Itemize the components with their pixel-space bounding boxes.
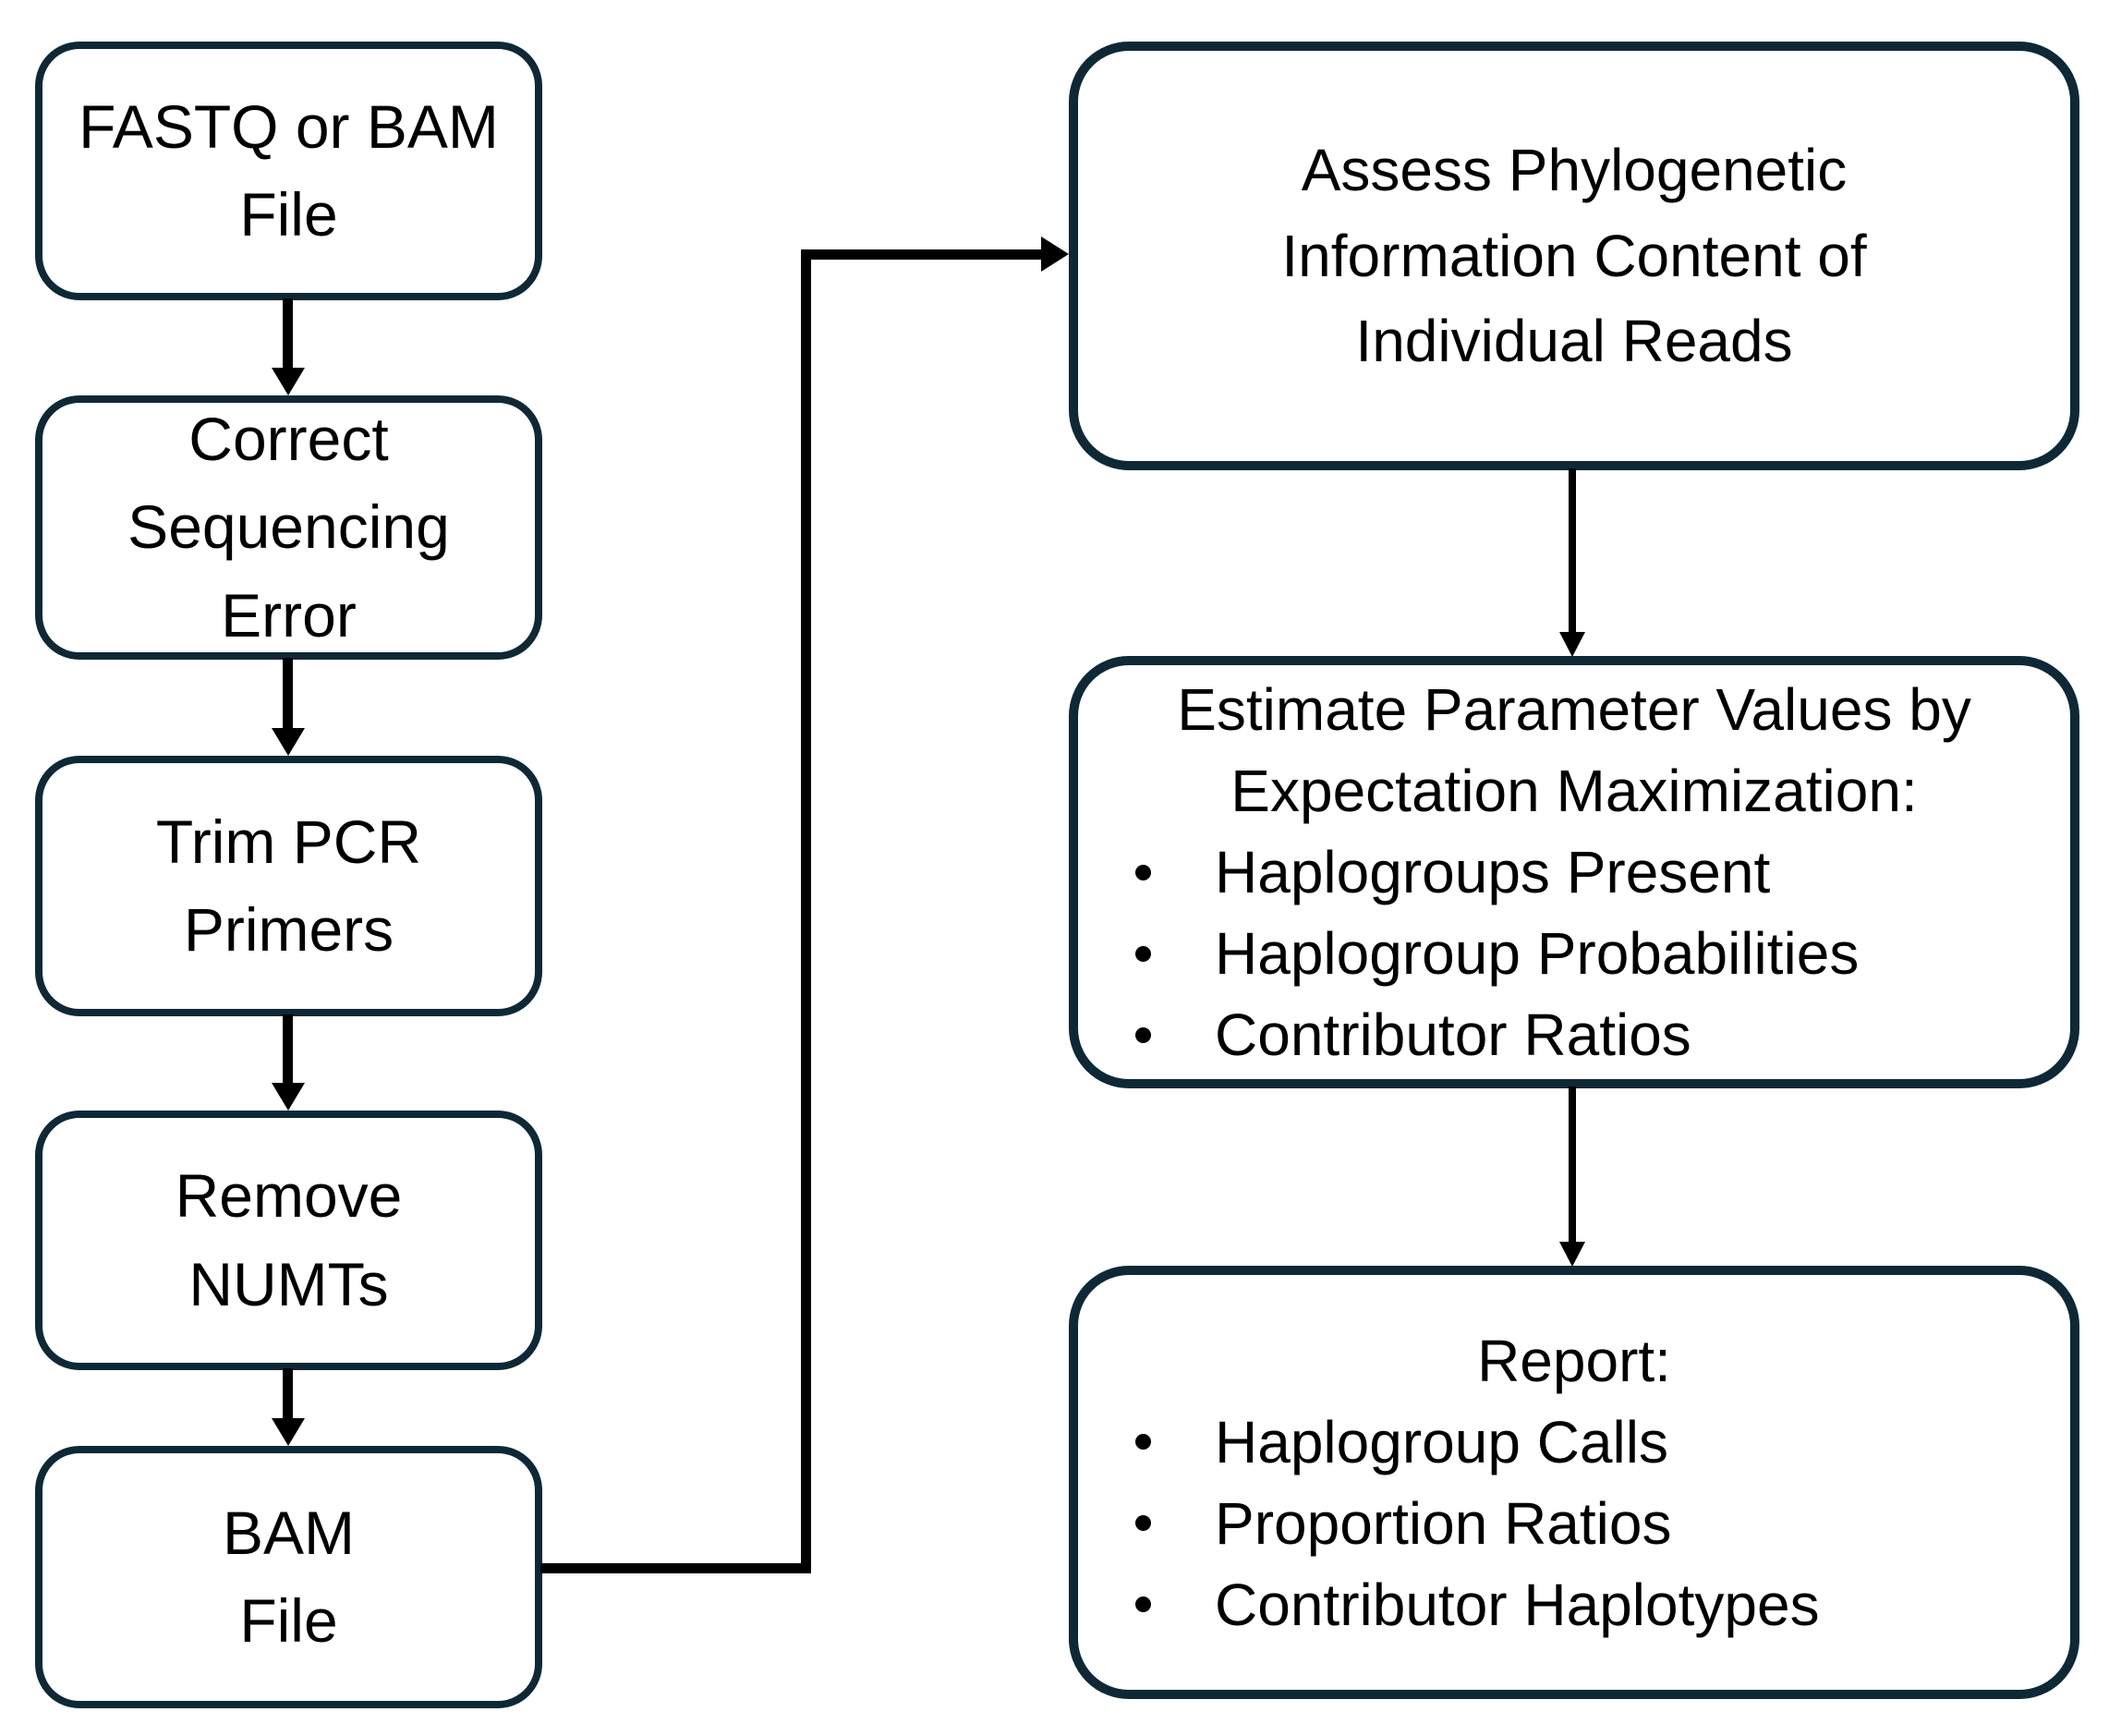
- bullet-item-label: Haplogroup Probabilities: [1215, 920, 1860, 987]
- flow-box-trim-pcr-primers-label: Trim PCR Primers: [155, 807, 422, 964]
- flow-box-estimate-parameters: Estimate Parameter Values by Expectation…: [1069, 656, 2079, 1088]
- arrow-correct-to-trim-head: [272, 728, 305, 756]
- connector-bam-to-assess-bottom-segment: [540, 1563, 811, 1573]
- bullet-item-label: Proportion Ratios: [1215, 1489, 1672, 1557]
- flow-box-report-title: Report:: [1477, 1327, 1671, 1394]
- connector-bam-to-assess-vertical-segment: [801, 249, 811, 1573]
- flow-box-fastq-or-bam-file: FASTQ or BAM File: [35, 42, 542, 300]
- arrow-remove-to-bam-shaft: [283, 1368, 293, 1422]
- arrow-trim-to-remove-head: [272, 1083, 305, 1111]
- bullet-dot: [1135, 864, 1151, 880]
- arrow-correct-to-trim-shaft: [283, 658, 293, 730]
- flow-box-correct-sequencing-error: Correct Sequencing Error: [35, 395, 542, 660]
- flow-box-estimate-parameters-title: Estimate Parameter Values by Expectation…: [1177, 676, 1971, 824]
- connector-bam-to-assess-top-segment: [801, 249, 1041, 260]
- flow-box-report: Report: Haplogroup Calls Proportion Rati…: [1069, 1266, 2079, 1699]
- bullet-dot: [1135, 1515, 1151, 1531]
- arrow-estimate-to-report-head: [1559, 1242, 1585, 1267]
- bullet-item-label: Haplogroup Calls: [1215, 1408, 1668, 1475]
- arrow-trim-to-remove-shaft: [283, 1014, 293, 1085]
- bullet-dot: [1135, 1026, 1151, 1043]
- bullet-item: Proportion Ratios: [1135, 1483, 2070, 1564]
- flow-box-fastq-or-bam-file-label: FASTQ or BAM File: [79, 91, 499, 249]
- flow-box-trim-pcr-primers: Trim PCR Primers: [35, 756, 542, 1016]
- flow-box-correct-sequencing-error-label: Correct Sequencing Error: [127, 405, 450, 649]
- bullet-dot: [1135, 945, 1151, 962]
- flow-box-assess-phylogenetic: Assess Phylogenetic Information Content …: [1069, 42, 2079, 470]
- arrow-remove-to-bam-head: [272, 1418, 305, 1446]
- estimate-parameters-bullet-list: Haplogroups Present Haplogroup Probabili…: [1078, 832, 2070, 1075]
- flow-box-bam-file-label: BAM File: [222, 1498, 356, 1655]
- bullet-item: Contributor Haplotypes: [1135, 1564, 2070, 1645]
- bullet-item: Haplogroups Present: [1135, 832, 2070, 913]
- arrow-assess-to-estimate-head: [1559, 632, 1585, 657]
- flow-box-bam-file: BAM File: [35, 1446, 542, 1708]
- bullet-dot: [1135, 1596, 1151, 1612]
- bullet-item-label: Contributor Haplotypes: [1215, 1571, 1820, 1638]
- arrow-estimate-to-report-shaft: [1569, 1087, 1576, 1244]
- bullet-item: Haplogroup Calls: [1135, 1402, 2070, 1483]
- arrow-fastq-to-correct-head: [272, 368, 305, 395]
- bullet-dot: [1135, 1434, 1151, 1450]
- bullet-item-label: Contributor Ratios: [1215, 1002, 1691, 1068]
- connector-bam-to-assess-head: [1041, 237, 1069, 272]
- arrow-assess-to-estimate-shaft: [1569, 468, 1576, 634]
- flow-box-remove-numts-label: Remove NUMTs: [175, 1161, 403, 1318]
- flow-box-assess-phylogenetic-label: Assess Phylogenetic Information Content …: [1281, 136, 1867, 375]
- report-bullet-list: Haplogroup Calls Proportion Ratios Contr…: [1078, 1402, 2070, 1645]
- bullet-item: Haplogroup Probabilities: [1135, 913, 2070, 994]
- bullet-item: Contributor Ratios: [1135, 994, 2070, 1075]
- arrow-fastq-to-correct-shaft: [283, 298, 293, 370]
- flow-box-remove-numts: Remove NUMTs: [35, 1111, 542, 1370]
- bullet-item-label: Haplogroups Present: [1215, 839, 1771, 905]
